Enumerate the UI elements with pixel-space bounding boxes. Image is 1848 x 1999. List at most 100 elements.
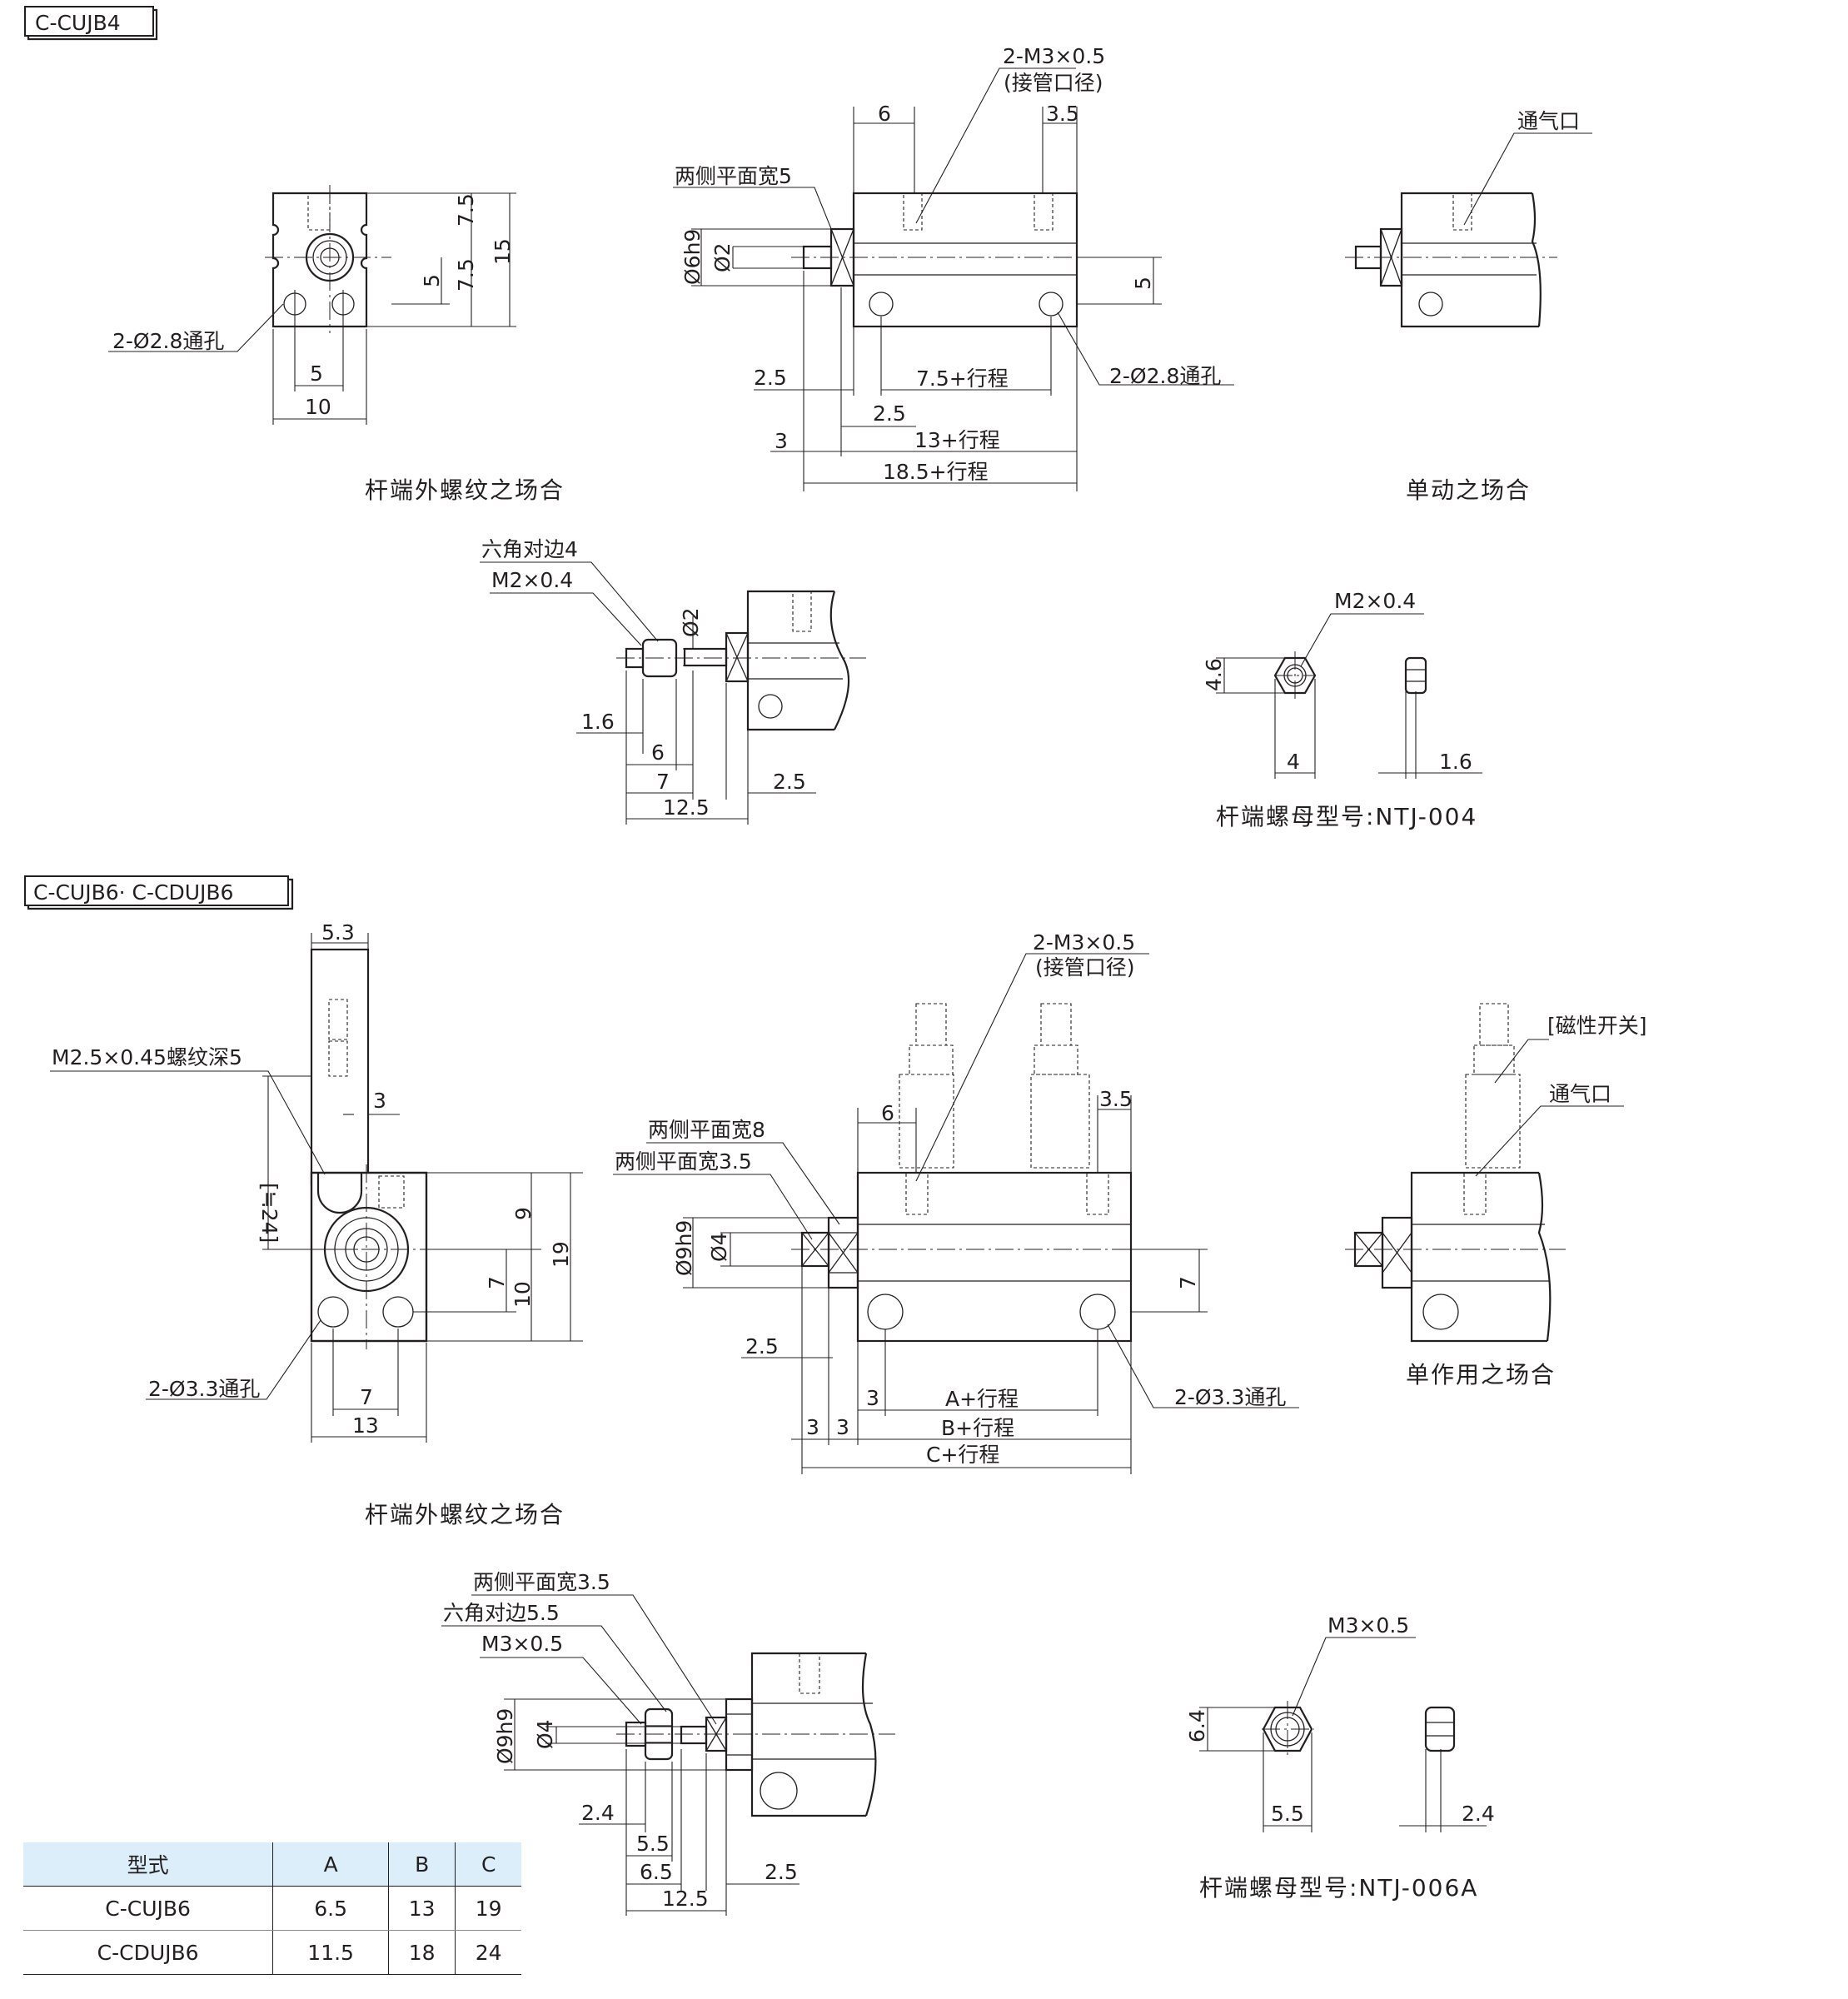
caption-rod-thread-2: 杆端外螺纹之场合 [365, 1501, 565, 1528]
dimension-label: [≒24] [257, 1183, 281, 1243]
dimension-label: 2-Ø2.8通孔 [112, 329, 224, 353]
dimension-label: 4 [1287, 750, 1300, 774]
table-header-b: B [388, 1842, 456, 1887]
dimension-label: 7.5 [454, 258, 478, 292]
dimension-label: 2.4 [581, 1801, 615, 1825]
cujb6-end-view: 5.3 M2.5×0.45螺纹深5 [≒24] 3 9 7 10 19 2-Ø3… [50, 920, 583, 1443]
dimension-label: 3.5 [1099, 1087, 1133, 1111]
dimension-label: Ø2 [710, 242, 735, 272]
dimension-label: 通气口 [1549, 1082, 1611, 1106]
dimension-label: 2-M3×0.5 [1003, 44, 1105, 68]
table-cell-c: 19 [455, 1886, 521, 1931]
cujb4-end-view: 5 10 7.5 7.5 15 5 2-Ø2.8通孔 [108, 185, 516, 425]
dimension-label: 2-Ø3.3通孔 [1174, 1385, 1286, 1409]
dimension-label: 7 [360, 1385, 373, 1409]
section-tab-cujb4: C-CUJB4 [24, 6, 158, 41]
dimension-label: 3 [866, 1386, 879, 1410]
dimension-label: 六角对边4 [481, 537, 578, 561]
dimension-label: 2-Ø3.3通孔 [148, 1377, 260, 1401]
table-row: C-CDUJB6 11.5 18 24 [23, 1930, 521, 1975]
dimension-label: 7.5 [454, 193, 478, 227]
caption-single-acting-1: 单动之场合 [1406, 476, 1531, 504]
cujb6-rod-nut-view: 两侧平面宽3.5 六角对边5.5 M3×0.5 Ø9h9 Ø4 2.4 5.5 … [441, 1570, 895, 1916]
dimension-label: Ø9h9 [672, 1220, 696, 1276]
dimension-label: 两侧平面宽8 [648, 1118, 765, 1142]
dimension-label: 7 [656, 770, 670, 794]
table-cell-c: 24 [455, 1930, 521, 1975]
table-header-c: C [455, 1842, 521, 1887]
dimension-label: 3.5 [1046, 102, 1079, 126]
caption-rod-thread-1: 杆端外螺纹之场合 [365, 476, 565, 504]
dimension-label: 通气口 [1517, 109, 1580, 133]
dimension-label: 3 [373, 1089, 386, 1113]
dimension-label: 六角对边5.5 [443, 1601, 560, 1625]
table-cell-a: 11.5 [272, 1930, 390, 1975]
table-cell-model: C-CDUJB6 [23, 1930, 274, 1975]
caption-nut-2: 杆端螺母型号:NTJ-006A [1199, 1874, 1478, 1902]
dimension-label: 7 [1176, 1276, 1200, 1289]
dimension-label: 2.5 [773, 770, 806, 794]
dimension-label: 10 [511, 1281, 535, 1308]
dimension-label: (接管口径) [1035, 955, 1135, 980]
dimension-label: 2.4 [1462, 1802, 1495, 1826]
dimension-label: 2.5 [745, 1334, 779, 1358]
dimension-label: 13 [352, 1413, 379, 1438]
dimension-label: 15 [491, 238, 515, 265]
cujb6-nut-view: M3×0.5 6.4 5.5 2.4 [1185, 1613, 1495, 1832]
dimension-label: Ø4 [707, 1232, 731, 1262]
table-cell-a: 6.5 [272, 1886, 390, 1931]
table-cell-model: C-CUJB6 [23, 1886, 274, 1931]
caption-nut-1: 杆端螺母型号:NTJ-004 [1216, 803, 1477, 830]
dimension-label: Ø2 [679, 607, 703, 637]
dimension-label: 2.5 [873, 401, 906, 426]
dimension-label: 6.4 [1185, 1709, 1209, 1742]
dimension-label: 6 [878, 102, 891, 126]
dimension-label: 5.3 [321, 920, 355, 945]
dimension-label: 19 [549, 1241, 573, 1268]
dimension-label: 5.5 [636, 1832, 670, 1856]
dimension-label: Ø9h9 [493, 1708, 517, 1764]
caption-single-acting-2: 单作用之场合 [1406, 1361, 1556, 1388]
dimension-label: 4.6 [1202, 658, 1226, 691]
table-cell-b: 18 [388, 1930, 456, 1975]
dimension-label: C+行程 [926, 1443, 999, 1467]
dimension-label: A+行程 [945, 1387, 1019, 1411]
dimension-label: M2×0.4 [491, 568, 573, 592]
dimension-label: M2×0.4 [1334, 589, 1416, 613]
cujb4-single-acting-view: 通气口 [1345, 109, 1592, 328]
dimension-label: C-CUJB4 [35, 11, 121, 35]
cujb4-nut-view: M2×0.4 4.6 4 1.6 [1202, 589, 1482, 779]
dimension-label: 3 [775, 429, 788, 453]
dimension-label: 1.6 [581, 710, 615, 734]
dimension-label: 5 [310, 361, 323, 386]
dimension-table: 型式 A B C C-CUJB6 6.5 13 19 C-CDUJB6 11.5… [23, 1842, 521, 1975]
dimension-label: M3×0.5 [481, 1632, 563, 1656]
dimension-label: M3×0.5 [1327, 1613, 1409, 1638]
section-tab-cujb6: C-CUJB6· C-CDUJB6 [24, 875, 294, 910]
dimension-label: 3 [806, 1415, 819, 1439]
dimension-label: 1.6 [1439, 750, 1472, 774]
dimension-label: B+行程 [941, 1416, 1014, 1440]
dimension-label: 9 [511, 1207, 535, 1220]
table-row: C-CUJB6 6.5 13 19 [23, 1886, 521, 1931]
dimension-label: 2.5 [754, 366, 787, 390]
dimension-label: 3 [836, 1415, 849, 1439]
dimension-label: (接管口径) [1004, 71, 1103, 95]
dimension-label: 5 [420, 274, 444, 287]
table-header-a: A [272, 1842, 390, 1887]
cujb6-side-view: 2-M3×0.5 (接管口径) 6 3.5 两侧平面宽8 两侧平面宽3.5 Ø9… [613, 930, 1299, 1474]
dimension-label: 12.5 [662, 1887, 709, 1911]
dimension-label: 2-Ø2.8通孔 [1109, 364, 1221, 388]
cujb6-single-acting-view: [磁性开关] 通气口 [1345, 1003, 1647, 1343]
dimension-label: 6 [881, 1101, 894, 1125]
dimension-label: 6.5 [640, 1860, 673, 1884]
dimension-label: 两侧平面宽3.5 [615, 1149, 752, 1174]
dimension-label: 13+行程 [914, 428, 1000, 452]
dimension-label: M2.5×0.45螺纹深5 [52, 1045, 242, 1069]
dimension-label: 7.5+行程 [916, 366, 1009, 391]
dimension-label: 18.5+行程 [883, 460, 989, 484]
dimension-label: C-CUJB6· C-CDUJB6 [33, 880, 233, 905]
dimension-label: Ø6h9 [680, 229, 705, 285]
dimension-label: Ø4 [533, 1719, 557, 1749]
dimension-label: [磁性开关] [1547, 1014, 1647, 1038]
